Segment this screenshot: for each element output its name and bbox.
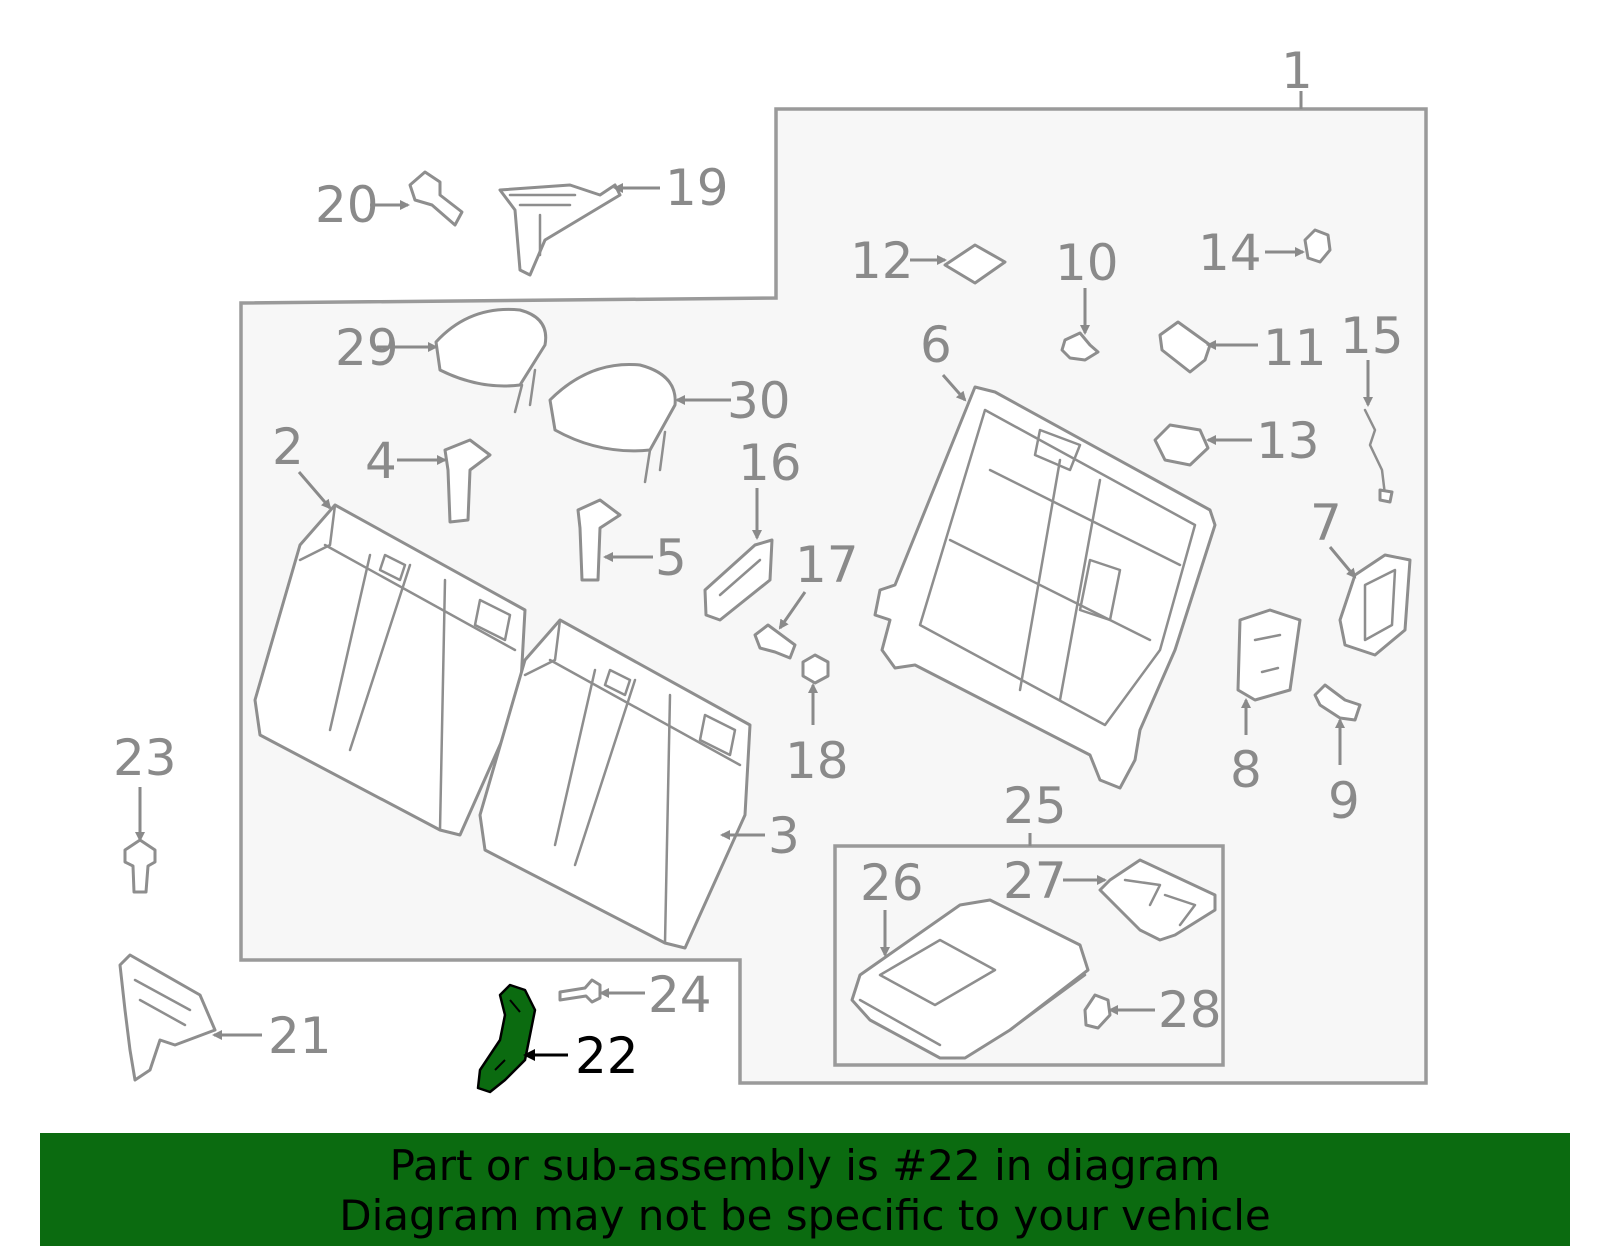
callout-13: 13 — [1256, 412, 1320, 470]
callout-9: 9 — [1328, 772, 1360, 830]
bolt-24 — [558, 978, 602, 1004]
highlighted-bracket-22[interactable] — [476, 983, 537, 1094]
callout-21: 21 — [268, 1007, 332, 1065]
callout-8: 8 — [1230, 741, 1262, 799]
callout-5: 5 — [655, 529, 687, 587]
headrest-29 — [434, 307, 548, 414]
cover-7 — [1338, 553, 1412, 657]
callout-24: 24 — [648, 966, 712, 1024]
bracket-19 — [498, 183, 622, 277]
rod-15 — [1363, 408, 1394, 504]
bolt-23 — [123, 838, 157, 894]
nut-18 — [801, 653, 830, 685]
callout-17: 17 — [795, 536, 859, 594]
callout-16: 16 — [738, 434, 802, 492]
cup-holder-27 — [1098, 858, 1217, 942]
trim-16 — [703, 538, 774, 622]
seat-back-left-2 — [253, 503, 527, 837]
callout-6: 6 — [920, 316, 952, 374]
headrest-guide-5 — [576, 498, 622, 582]
callout-7: 7 — [1310, 494, 1342, 552]
seat-back-frame-6 — [873, 385, 1217, 790]
bracket-21 — [118, 953, 217, 1082]
headrest-30 — [548, 362, 677, 484]
callout-26: 26 — [860, 854, 924, 912]
bolt-20 — [408, 170, 464, 227]
hinge-8 — [1236, 608, 1302, 702]
bolt-17 — [753, 623, 797, 660]
callout-15: 15 — [1340, 307, 1404, 365]
callout-29: 29 — [335, 319, 399, 377]
clip-10 — [1060, 331, 1100, 362]
callout-18: 18 — [785, 732, 849, 790]
seat-back-right-3 — [478, 618, 752, 950]
callout-2: 2 — [272, 418, 304, 476]
banner-line-part-number: Part or sub-assembly is #22 in diagram — [389, 1141, 1221, 1190]
callout-19: 19 — [665, 159, 729, 217]
callout-22[interactable]: 22 — [575, 1027, 639, 1085]
callout-30: 30 — [727, 372, 791, 430]
callout-labels: 1 2 3 4 5 6 7 8 9 10 11 12 13 14 15 16 1… — [113, 42, 1404, 1085]
armrest-26 — [850, 898, 1090, 1060]
info-banner: Part or sub-assembly is #22 in diagram D… — [40, 1133, 1570, 1246]
callout-1: 1 — [1281, 42, 1313, 100]
callout-11: 11 — [1263, 319, 1327, 377]
callout-23: 23 — [113, 729, 177, 787]
callout-25: 25 — [1003, 777, 1067, 835]
callout-4: 4 — [365, 432, 397, 490]
clip-12 — [943, 243, 1007, 285]
latch-cover-11 — [1158, 320, 1212, 374]
bolt-9 — [1313, 683, 1362, 722]
leader-lines — [135, 183, 1373, 1061]
callout-28: 28 — [1158, 981, 1222, 1039]
latch-13 — [1153, 423, 1210, 467]
callout-10: 10 — [1055, 234, 1119, 292]
ring-14 — [1303, 228, 1332, 264]
callout-20: 20 — [315, 176, 379, 234]
callout-3: 3 — [768, 807, 800, 865]
clip-28 — [1083, 993, 1112, 1030]
callout-14: 14 — [1198, 224, 1262, 282]
callout-12: 12 — [850, 232, 914, 290]
headrest-guide-4 — [443, 438, 492, 524]
callout-27: 27 — [1003, 852, 1067, 910]
banner-line-disclaimer: Diagram may not be specific to your vehi… — [339, 1191, 1271, 1240]
